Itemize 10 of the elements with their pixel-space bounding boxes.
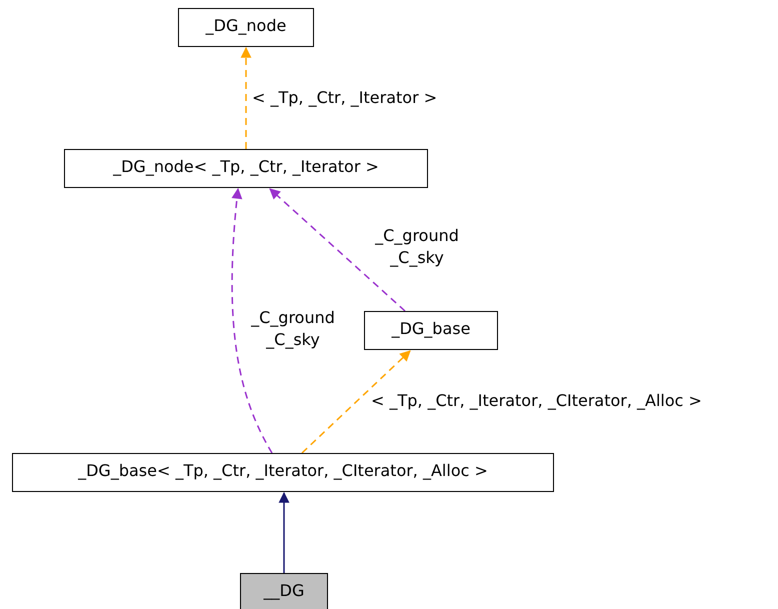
class-box: _DG_base (364, 311, 498, 350)
arrow (231, 188, 273, 454)
class-box: __DG (240, 573, 328, 609)
class-box: _DG_node< _Tp, _Ctr, _Iterator > (64, 149, 428, 188)
arrow (269, 188, 406, 312)
class-box: _DG_base< _Tp, _Ctr, _Iterator, _CIterator, _Alloc > (12, 453, 554, 492)
arrow (301, 350, 411, 454)
class-box: _DG_node (178, 8, 314, 47)
arrow (278, 492, 290, 573)
arrow (240, 46, 252, 149)
